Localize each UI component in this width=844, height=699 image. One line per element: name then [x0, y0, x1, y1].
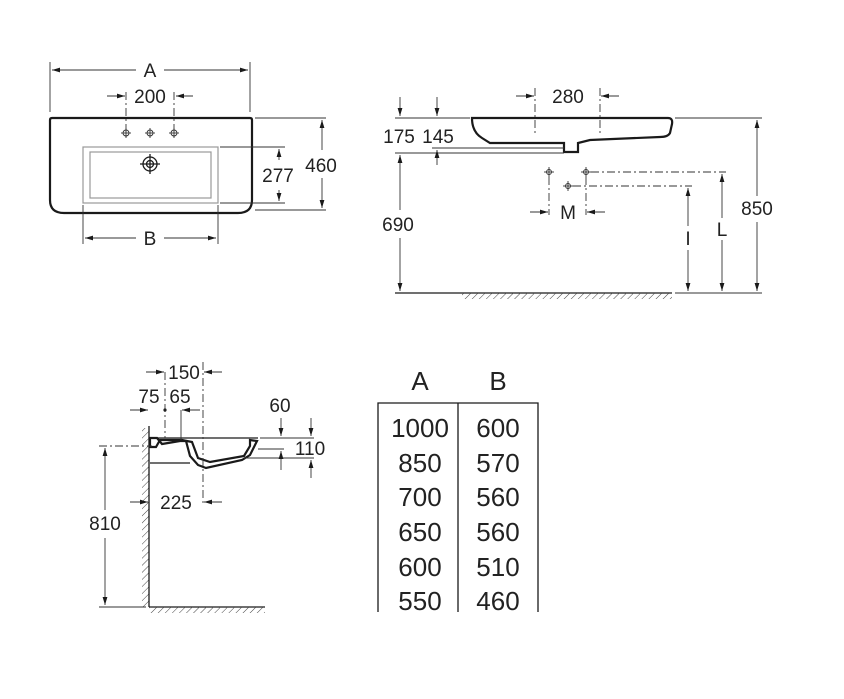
- cell-b: 510: [476, 552, 519, 582]
- side-view: 150 75 65 225 60 110 810: [89, 362, 325, 613]
- cell-a: 550: [398, 586, 441, 616]
- cell-b: 560: [476, 482, 519, 512]
- dim-I-label: I: [685, 229, 690, 250]
- bowl-outer: [82, 146, 219, 204]
- dim-145: 145: [422, 127, 454, 148]
- table-row: 550 460: [398, 586, 519, 616]
- pipe-points: [544, 167, 591, 191]
- table-row: 1000 600: [391, 413, 520, 443]
- basin-section: [148, 436, 259, 470]
- top-view: A 200 277 460 B: [48, 61, 337, 250]
- dim-110: 110: [295, 439, 325, 460]
- dim-277: 277: [262, 166, 294, 187]
- drain-icon: [140, 154, 160, 174]
- front-view: 280 175 145 690 850 M I: [382, 87, 773, 299]
- cell-b: 560: [476, 517, 519, 547]
- dim-280: 280: [552, 87, 584, 108]
- dim-460: 460: [305, 156, 337, 177]
- dim-850: 850: [741, 199, 773, 220]
- dim-75: 75: [138, 387, 159, 408]
- basin-outline-top: [48, 116, 254, 215]
- dim-225: 225: [160, 493, 192, 514]
- dim-L-label: L: [717, 220, 728, 241]
- basin-outline-front: [470, 116, 674, 154]
- dim-M-label: M: [560, 203, 576, 224]
- cell-b: 600: [476, 413, 519, 443]
- tap-holes: [121, 128, 179, 138]
- wall-hatch: [142, 428, 149, 607]
- dim-690: 690: [382, 215, 414, 236]
- dim-60: 60: [269, 396, 290, 417]
- dim-B-label: B: [144, 229, 157, 250]
- table-header-A: A: [411, 366, 429, 396]
- floor-hatch: [462, 293, 672, 299]
- cell-b: 460: [476, 586, 519, 616]
- dim-175: 175: [383, 127, 415, 148]
- floor-hatch-side: [149, 607, 265, 613]
- table-row: 650 560: [398, 517, 519, 547]
- dim-A-label: A: [144, 61, 157, 82]
- dim-810: 810: [89, 514, 121, 535]
- cell-a: 850: [398, 448, 441, 478]
- cell-a: 1000: [391, 413, 449, 443]
- dim-65: 65: [169, 387, 190, 408]
- dim-200: 200: [134, 87, 166, 108]
- dim-150: 150: [168, 363, 200, 384]
- cell-a: 650: [398, 517, 441, 547]
- table-row: 600 510: [398, 552, 519, 582]
- table-row: 700 560: [398, 482, 519, 512]
- cell-b: 570: [476, 448, 519, 478]
- table-header-B: B: [489, 366, 506, 396]
- cell-a: 600: [398, 552, 441, 582]
- table-row: 850 570: [398, 448, 519, 478]
- cell-a: 700: [398, 482, 441, 512]
